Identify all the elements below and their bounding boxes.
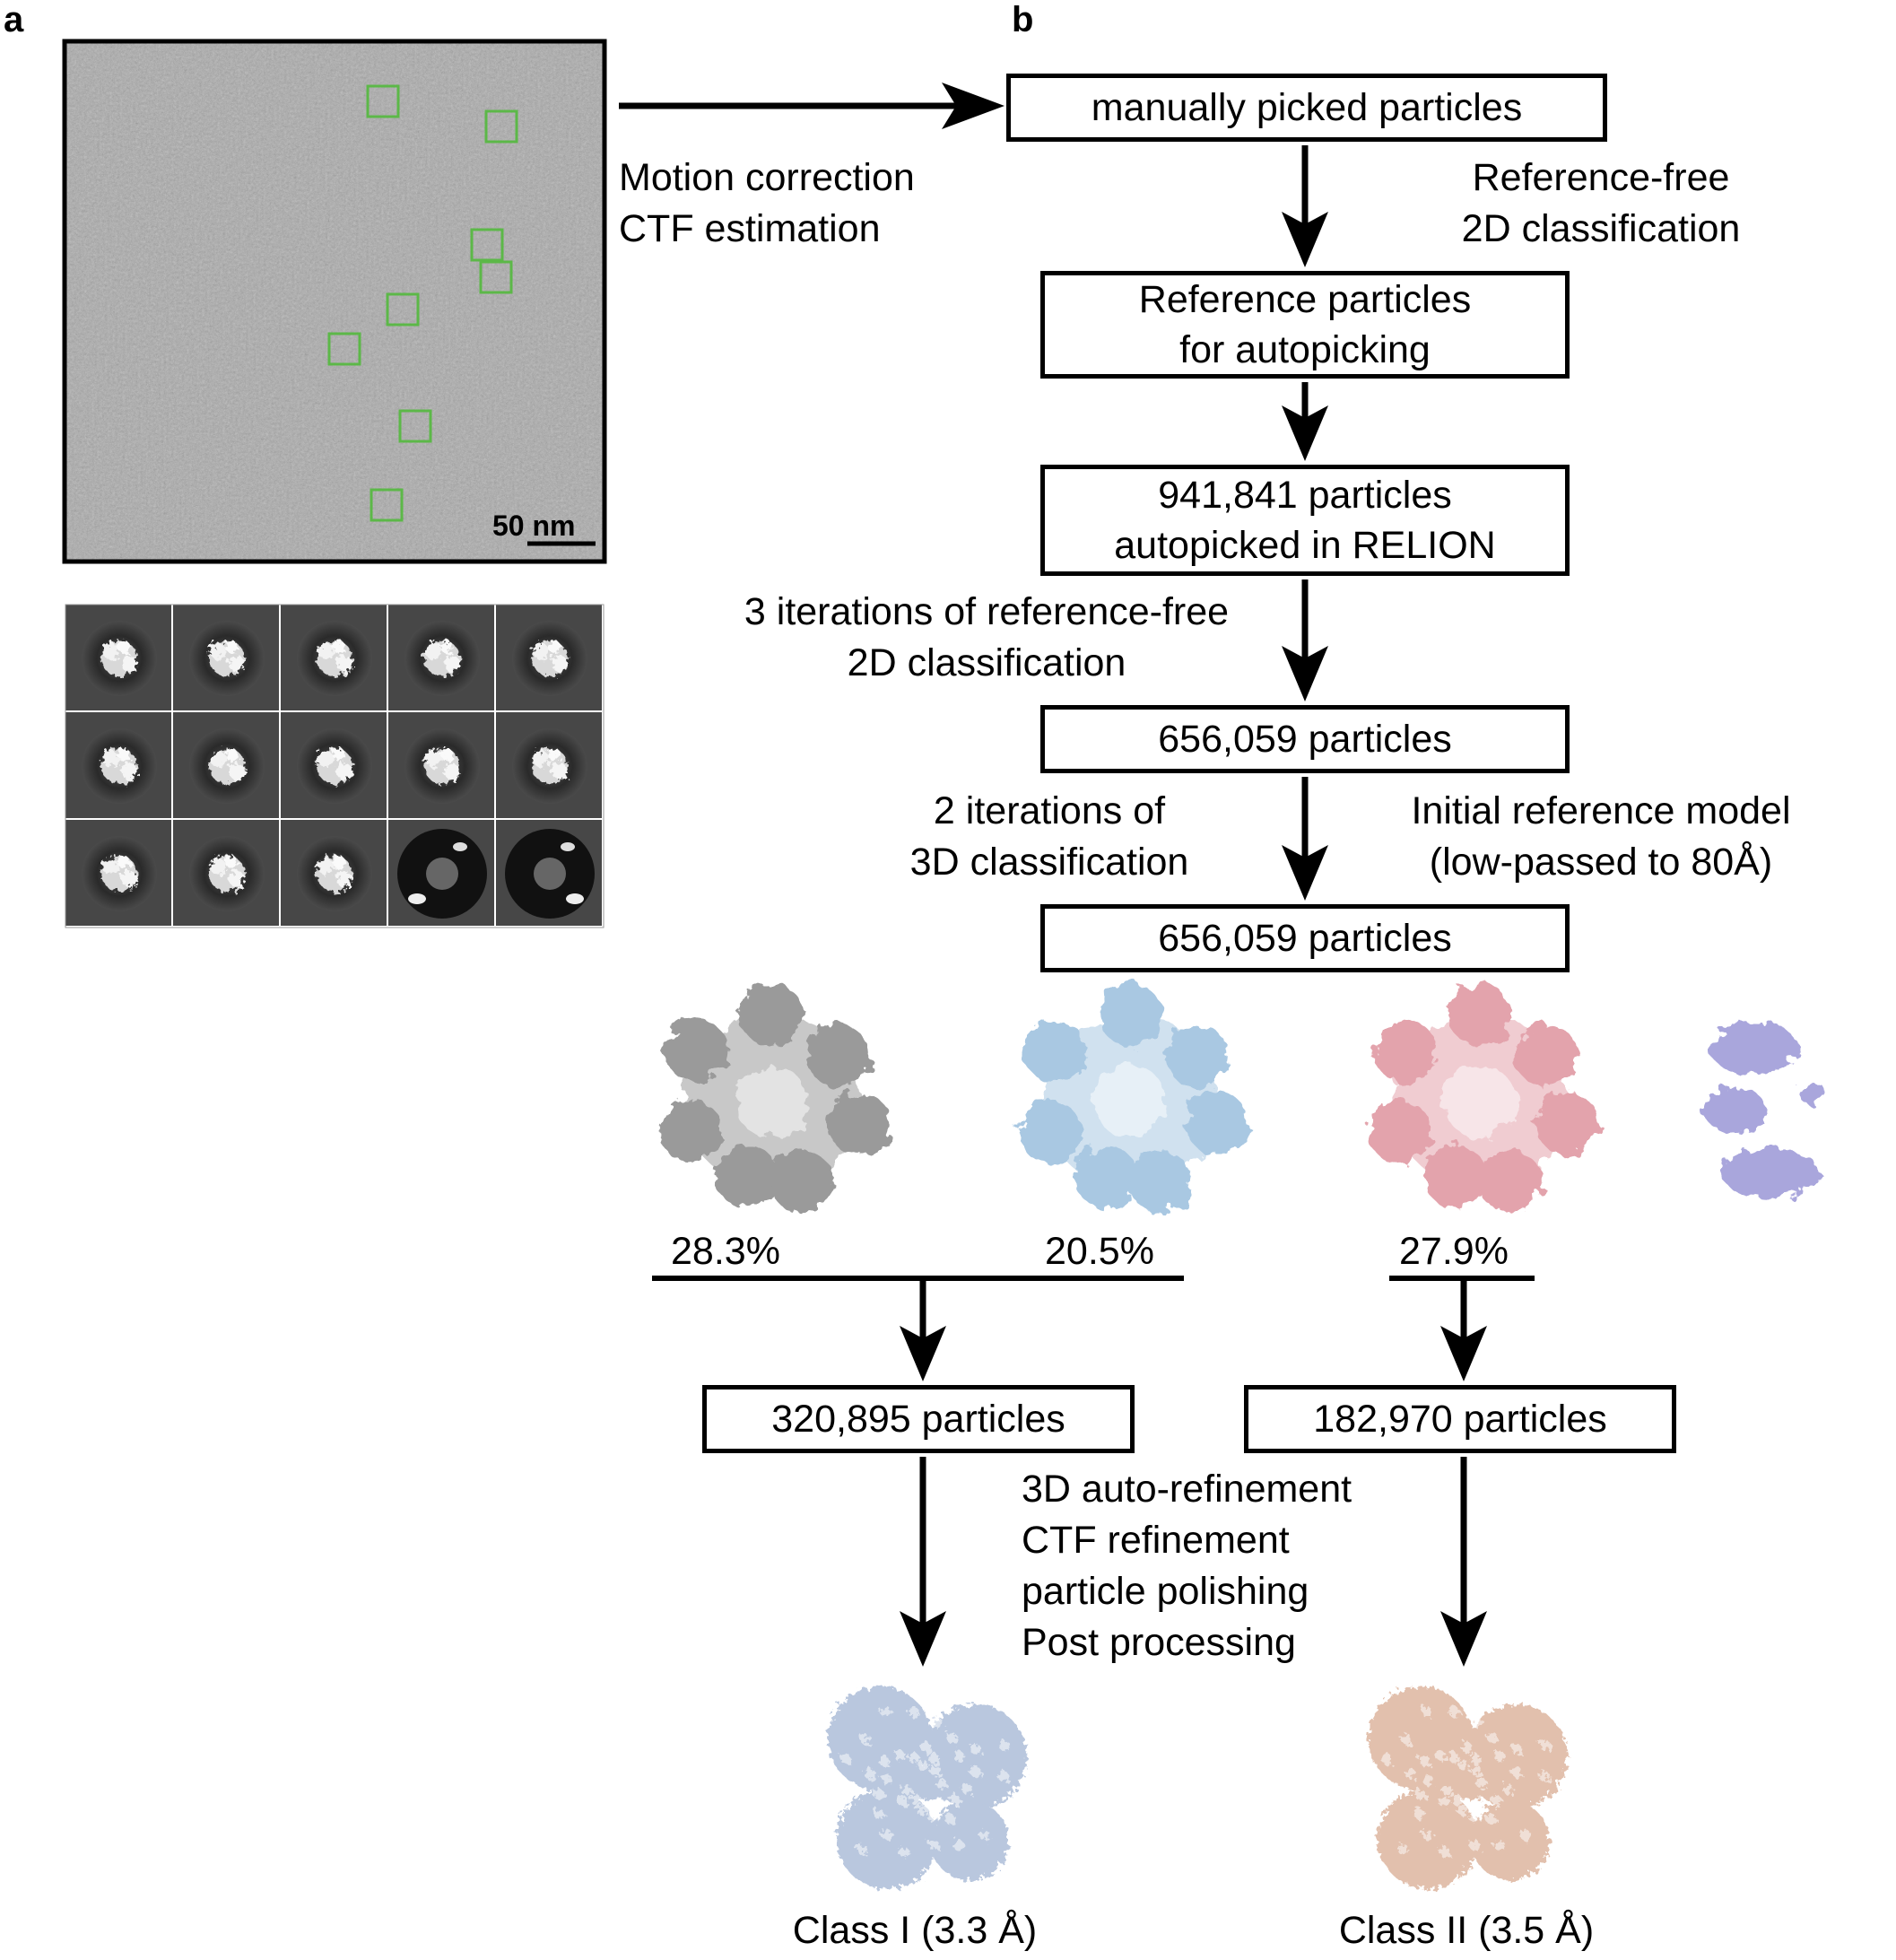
- class-averages-grid: [65, 604, 604, 928]
- three-iterations-text: 3 iterations of reference-free: [744, 590, 1230, 633]
- particle-polishing-text: particle polishing: [1022, 1570, 1309, 1613]
- class-average-tile: [281, 605, 387, 710]
- class-map-4: [1704, 1023, 1824, 1198]
- refinement-steps-label: 3D auto-refinement CTF refinement partic…: [1022, 1464, 1352, 1668]
- flow-arrow: [1282, 777, 1328, 901]
- picked-particle-boxes: [327, 84, 518, 522]
- two-iterations-text: 2 iterations of: [933, 789, 1166, 832]
- class-average-tile: [496, 712, 602, 818]
- class-average-tile: [173, 605, 279, 710]
- class-average-tile: [173, 712, 279, 818]
- class-average-tile: [65, 820, 171, 926]
- box-manually-picked: manually picked particles: [1006, 74, 1607, 142]
- initial-model-label: Initial reference model (low-passed to 8…: [1372, 786, 1830, 888]
- flow-arrow: [1282, 382, 1328, 461]
- initial-model-text: Initial reference model: [1411, 789, 1791, 832]
- class-map-percent-1: 28.3%: [671, 1230, 780, 1273]
- class-average-tile: [388, 712, 494, 818]
- panel-label-a: a: [4, 0, 24, 39]
- flow-arrow: [1282, 145, 1328, 267]
- picked-particle-box: [479, 260, 513, 294]
- scale-bar-label: 50 nm: [492, 510, 576, 542]
- box-after-2d-text: 656,059 particles: [1158, 718, 1452, 761]
- 3d-class-maps: [659, 982, 1824, 1214]
- class-map-2: [1018, 982, 1249, 1214]
- micrograph: [62, 39, 607, 564]
- picked-particle-box: [398, 409, 432, 443]
- box-class-ii-particles: 182,970 particles: [1244, 1385, 1676, 1453]
- ref-free-text: Reference-free: [1472, 156, 1730, 199]
- picked-particle-box: [470, 228, 504, 262]
- flow-arrow: [900, 1457, 946, 1667]
- box-class-i-text: 320,895 particles: [771, 1398, 1065, 1441]
- class-average-tile: [173, 820, 279, 926]
- class-map-3: [1368, 982, 1599, 1214]
- picked-particle-box: [386, 292, 420, 327]
- class-map-percent-2: 20.5%: [1045, 1230, 1154, 1273]
- motion-correction-text: Motion correction: [619, 156, 915, 199]
- box-autopicked-line2: autopicked in RELION: [1114, 524, 1496, 567]
- class-map-1: [659, 982, 891, 1214]
- class-average-tile: [281, 820, 387, 926]
- box-class-i-particles: 320,895 particles: [702, 1385, 1135, 1453]
- box-after-3d: 656,059 particles: [1040, 904, 1570, 972]
- final-label-class-ii: Class II (3.5 Å): [1338, 1909, 1595, 1952]
- final-map-class-i: [828, 1686, 1027, 1889]
- flow-arrows: [900, 145, 1487, 1667]
- class-average-tile: [496, 820, 602, 926]
- box-after-3d-text: 656,059 particles: [1158, 917, 1452, 960]
- flow-arrow: [900, 1281, 946, 1381]
- three-iterations-2d-text: 2D classification: [847, 641, 1126, 684]
- three-iterations-label: 3 iterations of reference-free 2D classi…: [700, 587, 1274, 689]
- flow-arrow: [1440, 1281, 1487, 1381]
- box-reference-particles: Reference particles for autopicking: [1040, 271, 1570, 379]
- post-processing-text: Post processing: [1022, 1621, 1296, 1664]
- box-reference-line1: Reference particles: [1138, 278, 1472, 321]
- box-autopicked: 941,841 particles autopicked in RELION: [1040, 465, 1570, 576]
- low-passed-text: (low-passed to 80Å): [1429, 841, 1773, 884]
- flow-arrow: [1440, 1457, 1487, 1667]
- picked-particle-box: [327, 332, 361, 366]
- final-label-class-i: Class I (3.3 Å): [792, 1909, 1038, 1952]
- box-class-ii-text: 182,970 particles: [1313, 1398, 1607, 1441]
- class-average-tile: [281, 712, 387, 818]
- box-manually-picked-text: manually picked particles: [1091, 86, 1523, 129]
- picked-particle-box: [366, 84, 400, 118]
- box-reference-line2: for autopicking: [1179, 328, 1431, 371]
- class-average-tile: [388, 605, 494, 710]
- picked-particle-box: [370, 488, 404, 522]
- two-iterations-label: 2 iterations of 3D classification: [874, 786, 1224, 888]
- box-autopicked-line1: 941,841 particles: [1158, 474, 1452, 517]
- box-after-2d: 656,059 particles: [1040, 705, 1570, 773]
- class-average-tile: [496, 605, 602, 710]
- class-map-percent-3: 27.9%: [1399, 1230, 1509, 1273]
- class-average-tile: [65, 712, 171, 818]
- picked-particle-box: [484, 109, 518, 144]
- ref-free-2d-label: Reference-free 2D classification: [1435, 152, 1767, 255]
- final-map-class-ii: [1369, 1686, 1568, 1889]
- 3d-classification-text: 3D classification: [909, 841, 1189, 884]
- final-maps: [828, 1686, 1568, 1889]
- class-average-tile: [65, 605, 171, 710]
- motion-ctf-label: Motion correction CTF estimation: [619, 152, 915, 255]
- class-average-tile: [388, 820, 494, 926]
- arrow-micrograph-to-manual: [619, 83, 1005, 129]
- 2d-classification-text: 2D classification: [1461, 207, 1741, 250]
- ctf-refinement-text: CTF refinement: [1022, 1519, 1290, 1562]
- auto-refinement-text: 3D auto-refinement: [1022, 1468, 1352, 1511]
- ctf-estimation-text: CTF estimation: [619, 207, 881, 250]
- panel-label-b: b: [1012, 0, 1034, 39]
- flow-arrow: [1282, 579, 1328, 701]
